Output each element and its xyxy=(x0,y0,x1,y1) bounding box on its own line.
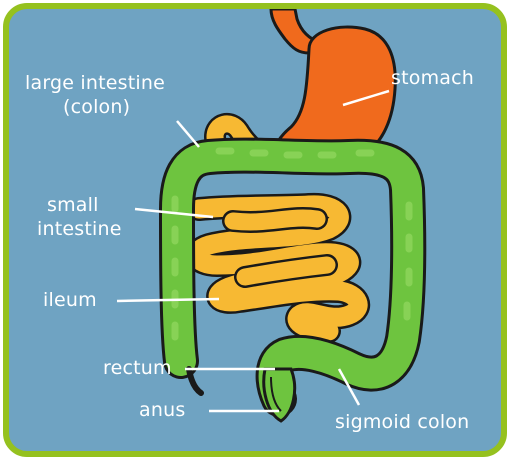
label-large-intestine-line2: (colon) xyxy=(25,95,165,119)
leader-large-intestine xyxy=(177,121,199,147)
label-stomach: stomach xyxy=(391,67,474,89)
label-sigmoid-colon: sigmoid colon xyxy=(335,411,469,433)
diagram-panel: large intestine (colon) stomach small in… xyxy=(3,3,507,457)
label-rectum: rectum xyxy=(103,357,172,379)
label-small-intestine-line2: intestine xyxy=(37,217,122,241)
appendix xyxy=(189,369,201,393)
label-small-intestine: small intestine xyxy=(47,193,122,241)
leader-ileum xyxy=(117,299,219,301)
label-anus: anus xyxy=(139,399,185,421)
small-intestine xyxy=(197,205,358,331)
label-large-intestine: large intestine (colon) xyxy=(25,71,165,119)
label-large-intestine-line1: large intestine xyxy=(25,71,165,95)
label-small-intestine-line1: small xyxy=(47,193,122,217)
label-ileum: ileum xyxy=(43,289,97,311)
